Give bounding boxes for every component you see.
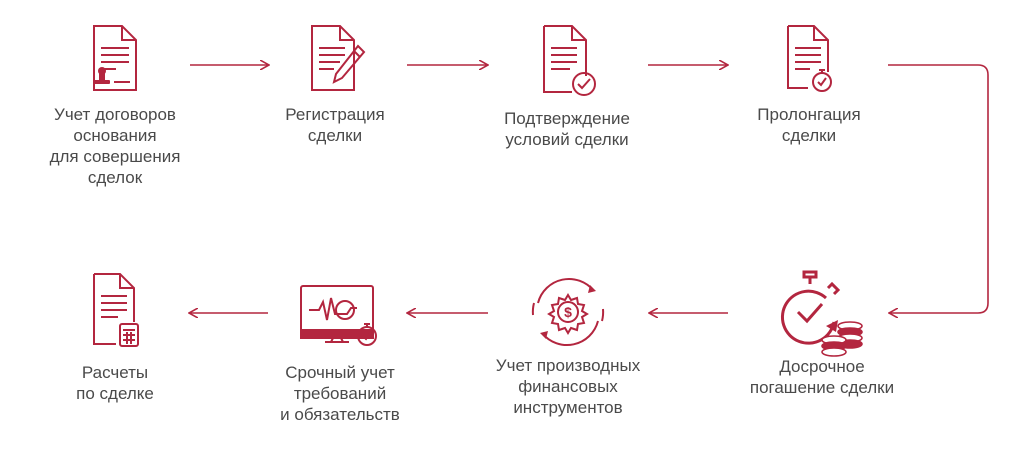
step-label: Пролонгация сделки xyxy=(757,105,861,145)
svg-text:$: $ xyxy=(564,304,572,320)
document-stopwatch-icon xyxy=(787,25,832,92)
step-label: Учет договоров основания для совершения … xyxy=(49,105,181,187)
step-label: Подтверждение условий сделки xyxy=(504,109,630,149)
step-registration: Регистрация сделки xyxy=(235,22,435,146)
stopwatch-coins-icon xyxy=(781,270,863,357)
step-label: Расчеты по сделке xyxy=(76,363,154,403)
step-contracts: Учет договоров основания для совершения … xyxy=(15,22,215,188)
step-label: Учет производных финансовых инструментов xyxy=(495,356,641,417)
monitor-chart-icon xyxy=(300,285,377,346)
dollar-gear-icon: $ xyxy=(531,278,605,346)
document-pen-icon xyxy=(311,25,366,91)
step-prolongation: Пролонгация сделки xyxy=(709,22,909,146)
step-label: Срочный учет требований и обязательств xyxy=(280,363,400,424)
step-settlements: Расчеты по сделке xyxy=(15,270,215,404)
step-derivatives: $ Учет производных финансовых инструмент… xyxy=(468,275,668,418)
arrow-4-5 xyxy=(888,64,989,313)
step-early-repayment: Досрочное погашение сделки xyxy=(722,268,922,398)
step-forward-accounting: Срочный учет требований и обязательств xyxy=(240,280,440,425)
step-confirmation: Подтверждение условий сделки xyxy=(467,22,667,150)
step-label: Досрочное погашение сделки xyxy=(749,357,895,397)
step-label: Регистрация сделки xyxy=(285,105,385,145)
document-check-icon xyxy=(543,25,596,96)
document-stamp-icon xyxy=(93,25,137,91)
document-calculator-icon xyxy=(93,273,139,347)
